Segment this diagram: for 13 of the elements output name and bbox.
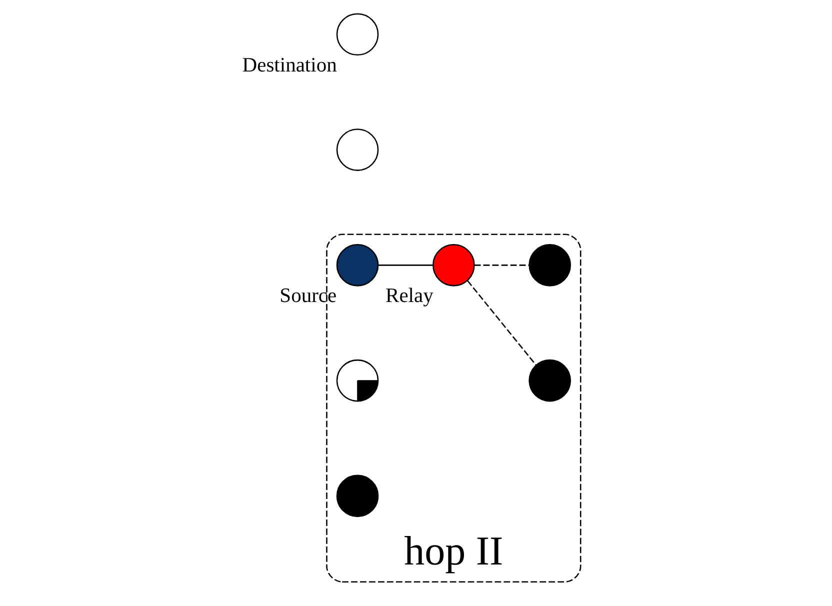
node-circle (336, 128, 378, 171)
node-circle (336, 13, 378, 56)
node-circle (432, 244, 474, 286)
connector (378, 264, 433, 266)
connector (466, 280, 536, 366)
node-label: Destination (242, 54, 336, 76)
node-label: Source (279, 285, 336, 308)
node-circle (336, 474, 378, 518)
node-label: Relay (385, 285, 433, 308)
node-circle (528, 244, 570, 286)
node-circle (336, 244, 378, 286)
connector (474, 264, 529, 266)
node-circle (528, 359, 570, 402)
